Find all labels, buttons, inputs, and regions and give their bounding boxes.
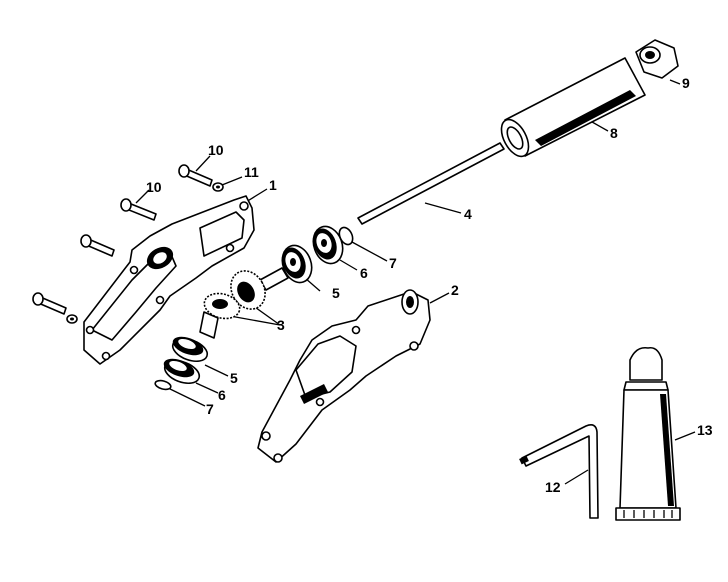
part-10-screw-1 bbox=[178, 164, 213, 187]
part-12-hex-key bbox=[519, 424, 599, 519]
label-4: 4 bbox=[464, 206, 472, 222]
part-6-bearing-lower bbox=[163, 358, 201, 385]
label-12: 12 bbox=[545, 479, 561, 495]
label-13: 13 bbox=[697, 422, 713, 438]
label-5-upper: 5 bbox=[332, 285, 340, 301]
part-13-grease-tube bbox=[615, 346, 681, 521]
part-1-housing-half bbox=[83, 195, 255, 365]
part-5-bearing-lower bbox=[171, 336, 209, 363]
label-3: 3 bbox=[277, 317, 285, 333]
label-6-lower: 6 bbox=[218, 387, 226, 403]
label-11: 11 bbox=[244, 164, 259, 180]
label-7-lower: 7 bbox=[206, 401, 214, 417]
part-11-washer-lower bbox=[66, 314, 78, 324]
label-10-lower: 10 bbox=[146, 179, 162, 195]
leader-lines bbox=[135, 79, 696, 485]
part-10-screw-4 bbox=[32, 292, 67, 315]
label-1: 1 bbox=[269, 177, 277, 193]
label-6-upper: 6 bbox=[360, 265, 368, 281]
label-10-upper: 10 bbox=[208, 142, 224, 158]
part-8-tube bbox=[500, 57, 646, 158]
part-3-bevel-gear-lower bbox=[199, 292, 241, 339]
part-3-bevel-gear-upper bbox=[230, 267, 289, 310]
label-2: 2 bbox=[451, 282, 459, 298]
part-11-washer-upper bbox=[212, 182, 224, 192]
part-9-end-cap bbox=[635, 39, 679, 79]
part-5-bearing-upper bbox=[281, 244, 313, 284]
part-10-screw-2 bbox=[120, 198, 157, 221]
part-2-housing-half bbox=[257, 289, 431, 463]
label-5-lower: 5 bbox=[230, 370, 238, 386]
part-7-circlip-lower bbox=[154, 379, 172, 391]
label-8: 8 bbox=[610, 125, 618, 141]
label-9: 9 bbox=[682, 75, 690, 91]
part-4-drive-shaft bbox=[357, 142, 505, 225]
part-10-screw-3 bbox=[80, 234, 115, 257]
label-7-upper: 7 bbox=[389, 255, 397, 271]
part-6-bearing-upper bbox=[312, 225, 344, 265]
